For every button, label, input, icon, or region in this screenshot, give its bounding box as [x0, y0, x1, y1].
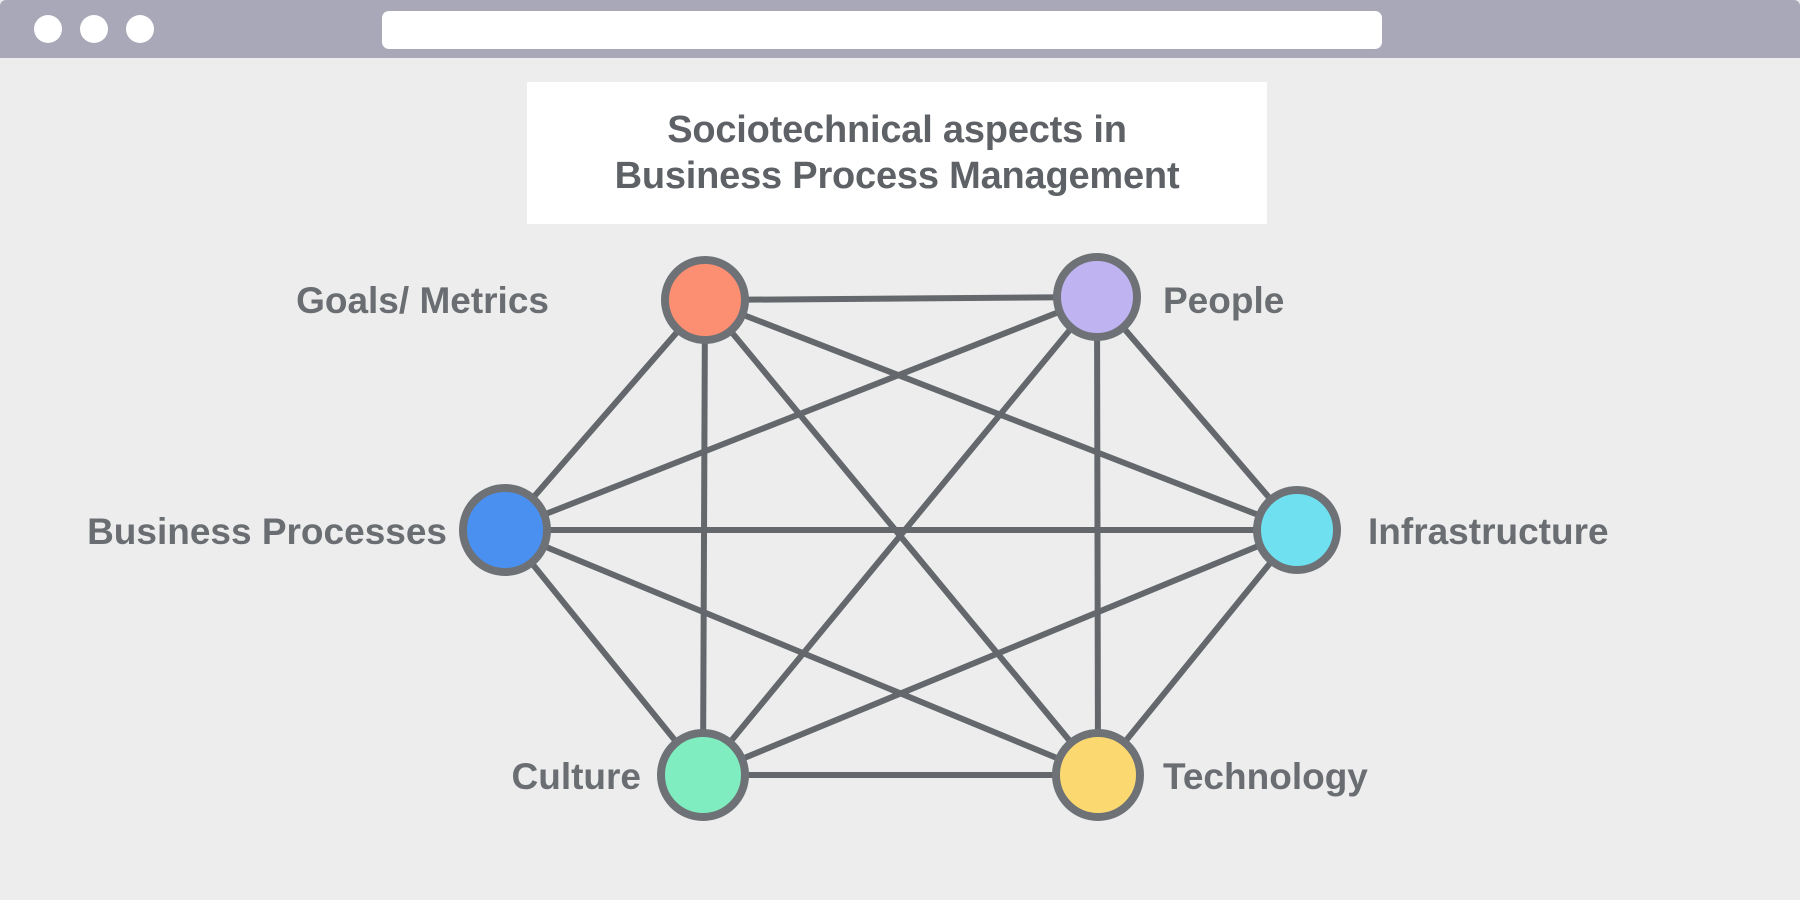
- graph-edge-people-technology: [1094, 294, 1101, 778]
- graph-edge-infrastructure-culture: [700, 527, 1300, 778]
- graph-edge-infrastructure-technology: [1095, 527, 1300, 778]
- diagram-title-card: Sociotechnical aspects in Business Proce…: [527, 82, 1267, 224]
- graph-node-culture[interactable]: [657, 729, 749, 821]
- graph-node-business-processes[interactable]: [459, 484, 551, 576]
- graph-edge-business-processes-culture: [502, 527, 706, 778]
- node-label-business-processes: Business Processes: [87, 511, 447, 552]
- graph-edge-people-culture: [700, 294, 1100, 778]
- graph-edge-goals-metrics-people: [702, 294, 1100, 303]
- window-controls: [34, 15, 154, 43]
- graph-edge-goals-metrics-business-processes: [502, 297, 708, 533]
- graph-node-goals-metrics[interactable]: [661, 256, 749, 344]
- address-bar-input[interactable]: [382, 11, 1382, 49]
- maximize-dot-icon[interactable]: [126, 15, 154, 43]
- browser-chrome: [0, 0, 1800, 58]
- title-line-2: Business Process Management: [614, 155, 1180, 197]
- node-layer: [459, 253, 1341, 821]
- node-label-people: People: [1163, 280, 1284, 321]
- edge-layer: [502, 294, 1300, 778]
- graph-edge-people-infrastructure: [1094, 294, 1300, 533]
- graph-node-people[interactable]: [1053, 253, 1141, 341]
- graph-edge-business-processes-technology: [502, 527, 1101, 778]
- graph-edge-goals-metrics-culture: [700, 297, 708, 778]
- graph-edge-people-business-processes: [502, 294, 1100, 533]
- minimize-dot-icon[interactable]: [80, 15, 108, 43]
- close-dot-icon[interactable]: [34, 15, 62, 43]
- graph-node-infrastructure[interactable]: [1253, 486, 1341, 574]
- node-label-culture: Culture: [512, 756, 642, 797]
- node-label-technology: Technology: [1163, 756, 1368, 797]
- diagram-canvas: Sociotechnical aspects in Business Proce…: [0, 58, 1800, 900]
- node-label-infrastructure: Infrastructure: [1368, 511, 1609, 552]
- graph-node-technology[interactable]: [1052, 729, 1144, 821]
- node-label-goals-metrics: Goals/ Metrics: [296, 280, 549, 321]
- title-line-1: Sociotechnical aspects in: [667, 108, 1127, 151]
